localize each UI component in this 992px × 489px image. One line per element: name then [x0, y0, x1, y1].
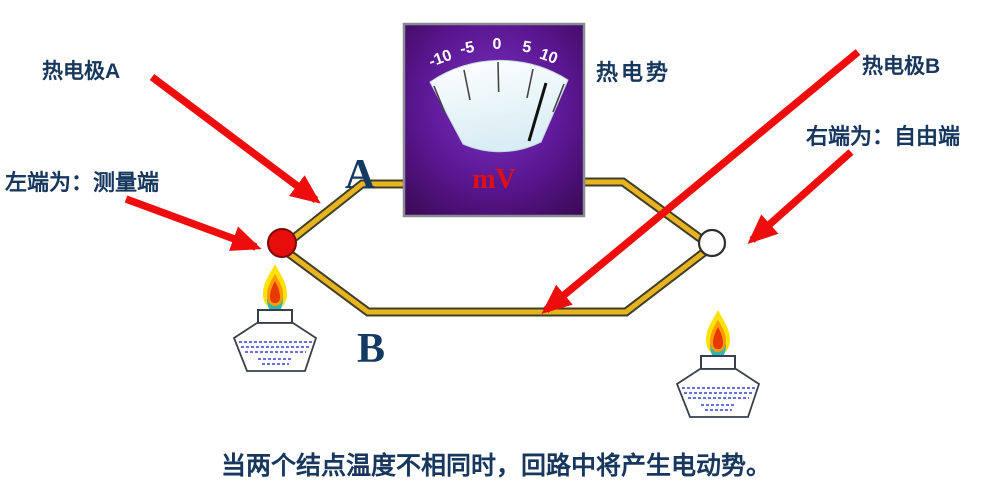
wire-b-letter: B — [357, 326, 385, 372]
tick-label-neg5: -5 — [459, 39, 476, 58]
annotation-arrows — [124, 49, 861, 314]
tick-label-neg10: -10 — [427, 47, 455, 71]
electrode-b-arrow — [541, 49, 861, 314]
free-end-arrow — [747, 149, 854, 244]
meter-scale-ticks — [433, 61, 565, 114]
measure-end-arrow — [124, 195, 262, 251]
caption: 当两个结点温度不相同时，回路中将产生电动势。 — [221, 451, 771, 480]
emf-label: 热电势 — [596, 60, 671, 85]
thermocouple-wire-loop — [282, 177, 711, 317]
electrode-b-label: 热电极B — [862, 54, 940, 78]
wire-b-bottom — [284, 246, 710, 317]
wire-b-bottom-gold — [285, 248, 709, 315]
meter-scale-labels: -10 -5 0 5 10 — [427, 36, 560, 71]
meter-unit-label: mV — [472, 164, 516, 195]
tick-label-zero: 0 — [493, 36, 502, 53]
alcohol-lamp-right — [676, 309, 760, 418]
hot-junction-measuring-end — [267, 228, 297, 258]
cold-junction-free-end — [697, 228, 727, 258]
electrode-a-arrow — [149, 74, 321, 204]
flame-icon — [676, 309, 760, 418]
tick-label-5: 5 — [521, 38, 533, 56]
wire-a-top-left-gold — [283, 181, 406, 247]
tick-label-10: 10 — [537, 46, 560, 68]
wire-a-letter: A — [345, 152, 376, 198]
meter-needle — [527, 82, 548, 142]
millivolt-meter: -10 -5 0 5 10 mV — [402, 22, 586, 218]
electrode-a-label: 热电极A — [42, 59, 120, 83]
measure-end-label: 左端为：测量端 — [5, 170, 159, 195]
free-end-label: 右端为：自由端 — [806, 124, 960, 149]
flame-icon — [233, 263, 317, 372]
meter-body — [402, 22, 586, 218]
wire-a-top-right-gold — [582, 179, 710, 247]
alcohol-lamp-left — [233, 263, 317, 372]
